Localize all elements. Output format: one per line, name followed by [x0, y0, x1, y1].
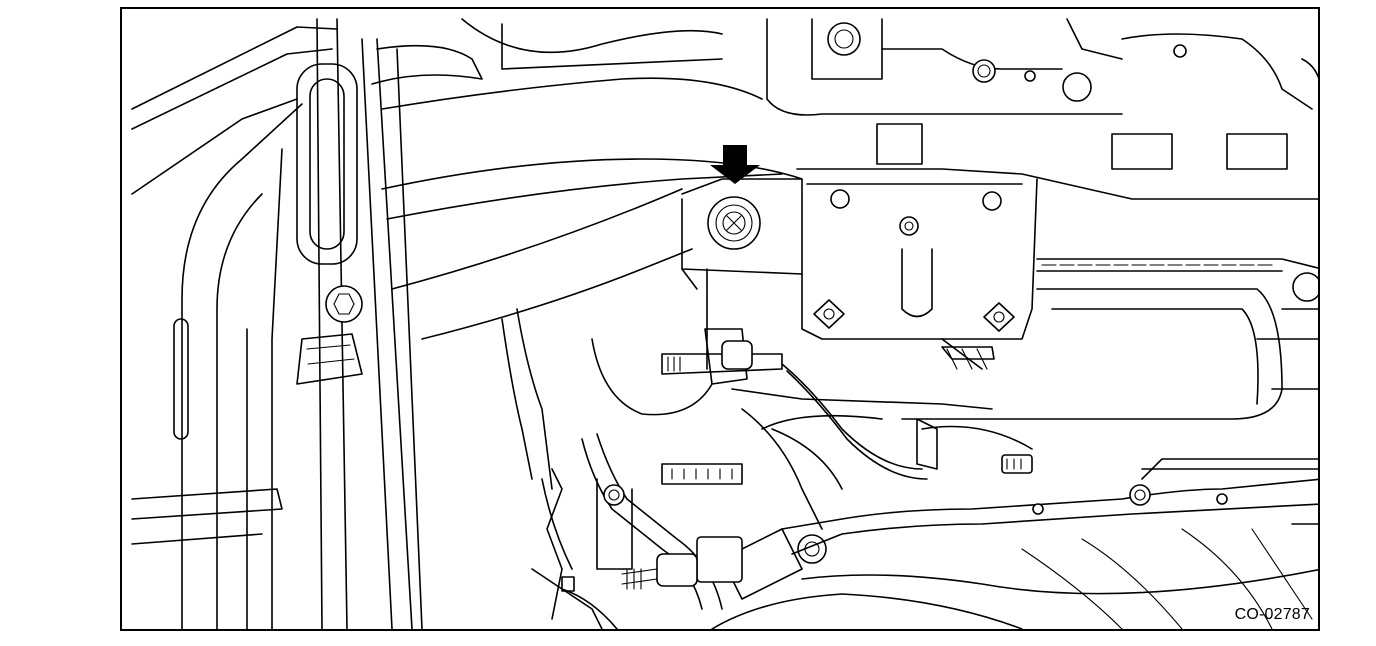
radiator	[731, 258, 1318, 430]
arrow-down-icon	[710, 145, 760, 184]
engine-bay-line-drawing	[131, 18, 1318, 629]
figure-frame: CO-02787	[120, 7, 1320, 631]
body-pillar	[131, 18, 423, 629]
radiator-support-bracket	[681, 168, 1318, 370]
cowl-panel	[371, 18, 1318, 340]
harness-connector-upper	[591, 328, 1033, 480]
figure-code: CO-02787	[1234, 606, 1310, 623]
lower-harness-area	[501, 308, 1318, 629]
